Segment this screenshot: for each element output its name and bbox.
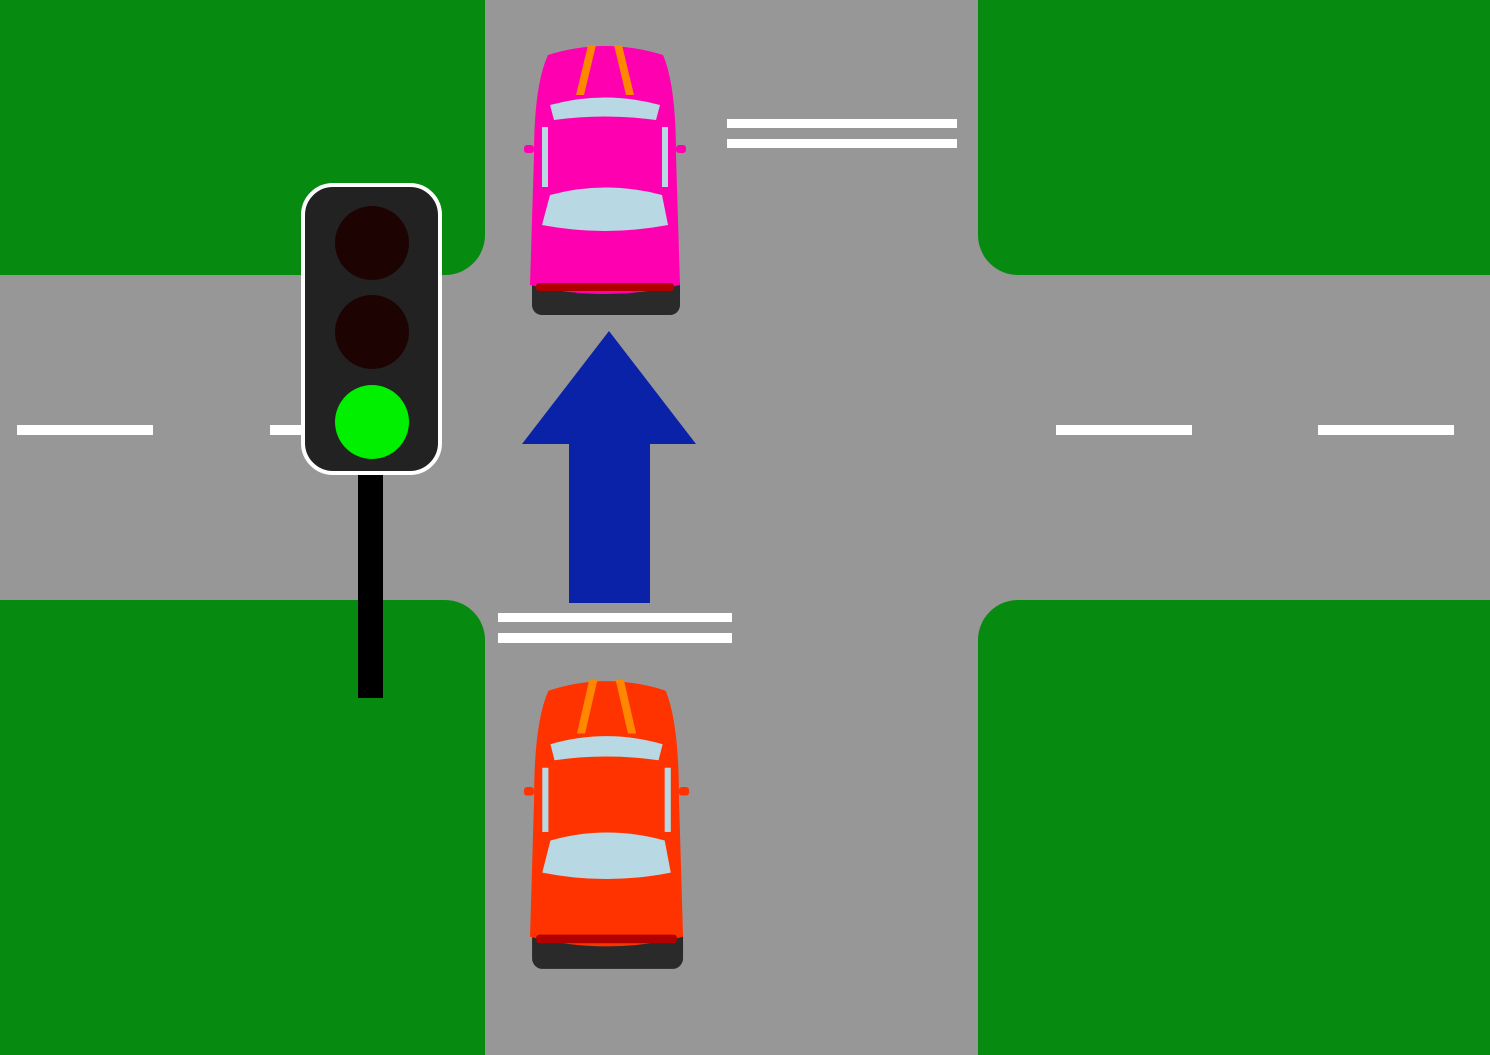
amber-light <box>335 295 409 369</box>
stop-line-top <box>727 119 957 128</box>
road-markings <box>17 119 1454 643</box>
stop-line-bottom <box>498 633 732 643</box>
car-body <box>530 46 680 294</box>
red-light <box>335 206 409 280</box>
rear-window <box>550 97 660 120</box>
corner-fill <box>978 600 1018 640</box>
tail-lights <box>536 934 677 944</box>
stop-line-top <box>727 139 957 148</box>
green-light <box>335 385 409 459</box>
arrow-shaft <box>569 443 650 603</box>
stripe-right <box>615 680 637 734</box>
horizontal-road <box>0 275 1490 600</box>
windshield <box>542 187 668 231</box>
stripe-right <box>614 45 634 95</box>
windshield <box>542 832 671 880</box>
lane-dash <box>1056 425 1192 435</box>
car-ahead <box>524 45 686 315</box>
stripe-left <box>576 45 596 95</box>
stop-line-bottom <box>498 613 732 622</box>
lane-dash <box>270 425 330 435</box>
rear-window <box>550 736 663 761</box>
mirror-left <box>523 787 535 796</box>
corner-fill <box>445 600 485 640</box>
mirror-right <box>678 787 690 796</box>
car-body <box>530 681 684 947</box>
traffic-light <box>301 183 442 698</box>
corner-fill <box>445 235 485 275</box>
side-window-right <box>662 127 668 187</box>
tail-lights <box>536 283 674 291</box>
lane-dash <box>1318 425 1454 435</box>
car-own <box>523 680 690 969</box>
corner-fill <box>978 235 1018 275</box>
arrow-head <box>522 331 696 444</box>
mirror-left <box>524 145 534 153</box>
side-window-left <box>542 767 549 832</box>
traffic-light-pole <box>358 470 383 698</box>
stripe-left <box>576 680 598 734</box>
direction-arrow <box>522 331 696 603</box>
side-window-right <box>664 767 671 832</box>
side-window-left <box>542 127 548 187</box>
mirror-right <box>676 145 686 153</box>
lane-dash <box>17 425 153 435</box>
